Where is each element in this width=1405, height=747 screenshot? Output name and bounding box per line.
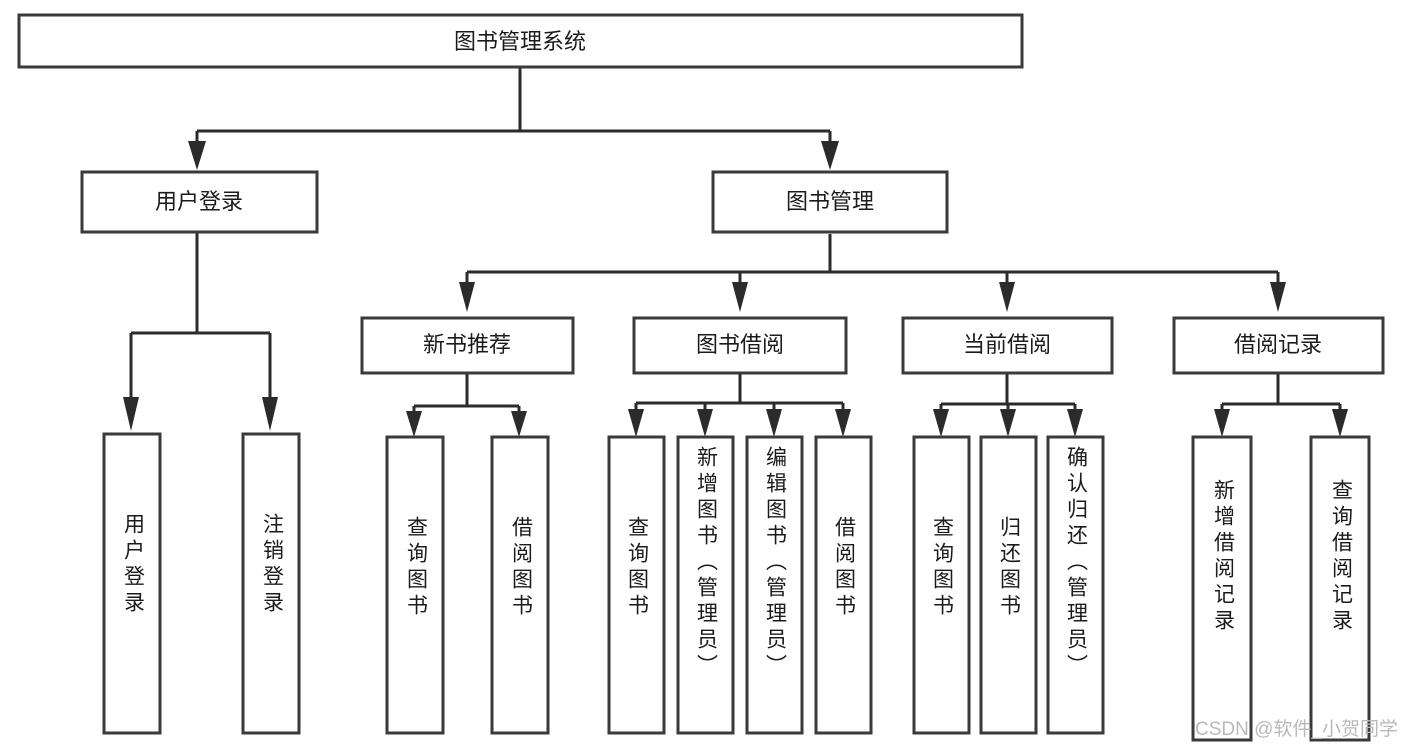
- node-current-borrow[interactable]: 当前借阅: [901, 316, 1114, 375]
- node-book-borrow-label: 图书借阅: [696, 332, 784, 357]
- arrow-head-book-borrow: [732, 282, 748, 312]
- leaf-user-logout-label: 注销登录: [260, 513, 284, 617]
- leaf-borrow-book-2-box[interactable]: [814, 435, 873, 735]
- arrow-head-leaf-add-record: [1214, 409, 1230, 437]
- arrow-head-leaf-borrow-book-2: [835, 409, 851, 437]
- node-book-management-label: 图书管理: [786, 189, 874, 214]
- arrow-head-leaf-query-book-1: [406, 411, 422, 437]
- leaf-user-login-box[interactable]: [102, 432, 162, 735]
- leaf-query-book-1-box[interactable]: [385, 435, 445, 735]
- leaf-user-logout-box[interactable]: [241, 432, 301, 735]
- leaf-query-book-2[interactable]: 查询图书: [607, 435, 666, 735]
- node-book-management-box[interactable]: [711, 170, 949, 234]
- connector-group-book-borrow: [628, 373, 851, 437]
- leaf-query-record[interactable]: 查询借阅记录: [1309, 435, 1371, 742]
- leaf-user-login-label: 用户登录: [121, 513, 145, 617]
- arrow-head-current-borrow: [999, 282, 1015, 312]
- leaf-add-record-label: 新增借阅记录: [1211, 479, 1235, 635]
- node-borrow-record-box[interactable]: [1172, 316, 1385, 375]
- connector-group-user-login: [123, 231, 278, 431]
- leaf-query-book-2-box[interactable]: [607, 435, 666, 735]
- leaf-return-book-label: 归还图书: [997, 516, 1021, 620]
- arrow-head-leaf-query-record: [1332, 409, 1348, 437]
- leaf-return-book[interactable]: 归还图书: [979, 435, 1038, 735]
- node-book-borrow[interactable]: 图书借阅: [632, 316, 848, 375]
- node-user-login[interactable]: 用户登录: [80, 170, 319, 234]
- node-borrow-record-label: 借阅记录: [1234, 332, 1322, 357]
- arrow-head-leaf-query-book-2: [628, 409, 644, 437]
- node-new-book-recommend-label: 新书推荐: [423, 332, 511, 357]
- leaf-add-book[interactable]: 新增图书（管理员）: [676, 435, 735, 735]
- leaf-add-record[interactable]: 新增借阅记录: [1191, 435, 1253, 742]
- arrow-head-book-management: [821, 141, 839, 170]
- leaf-query-book-3-label: 查询图书: [930, 516, 954, 620]
- leaf-query-record-box[interactable]: [1309, 435, 1371, 742]
- arrow-head-leaf-add-book: [697, 409, 713, 437]
- node-user-login-label: 用户登录: [155, 189, 243, 214]
- node-borrow-record[interactable]: 借阅记录: [1172, 316, 1385, 375]
- leaf-query-book-3-box[interactable]: [912, 435, 971, 735]
- arrow-head-leaf-user-logout: [262, 397, 278, 431]
- node-root-label: 图书管理系统: [454, 29, 586, 54]
- node-root[interactable]: 图书管理系统: [17, 13, 1024, 69]
- leaf-add-book-label: 新增图书（管理员）: [694, 446, 718, 680]
- arrow-head-leaf-borrow-book-1: [511, 411, 527, 437]
- leaf-user-logout[interactable]: 注销登录: [241, 432, 301, 735]
- leaf-query-book-3[interactable]: 查询图书: [912, 435, 971, 735]
- leaf-borrow-book-1-box[interactable]: [490, 435, 550, 735]
- watermark-label: CSDN @软件_小贺同学: [1195, 718, 1398, 740]
- node-user-login-box[interactable]: [80, 170, 319, 234]
- node-root-box[interactable]: [17, 13, 1024, 69]
- leaf-borrow-book-1[interactable]: 借阅图书: [490, 435, 550, 735]
- leaf-edit-book-label: 编辑图书（管理员）: [763, 446, 787, 680]
- arrow-head-leaf-edit-book: [766, 409, 782, 437]
- node-new-book-recommend-box[interactable]: [360, 316, 575, 375]
- connector-group-current-borrow: [933, 373, 1083, 437]
- leaf-confirm-return-box[interactable]: [1046, 435, 1105, 735]
- leaf-query-record-label: 查询借阅记录: [1329, 479, 1353, 635]
- connector-group-book-management: [459, 234, 1286, 312]
- leaf-user-login[interactable]: 用户登录: [102, 432, 162, 735]
- leaf-borrow-book-1-label: 借阅图书: [509, 516, 533, 620]
- connector-group-borrow-record: [1214, 373, 1348, 437]
- connector-group-root: [188, 67, 839, 170]
- node-current-borrow-label: 当前借阅: [963, 332, 1051, 357]
- arrow-head-leaf-user-login: [123, 397, 139, 431]
- node-new-book-recommend[interactable]: 新书推荐: [360, 316, 575, 375]
- node-book-management[interactable]: 图书管理: [711, 170, 949, 234]
- leaf-query-book-1-label: 查询图书: [404, 516, 428, 620]
- arrow-head-borrow-record: [1270, 282, 1286, 312]
- leaf-edit-book[interactable]: 编辑图书（管理员）: [745, 435, 804, 735]
- leaf-edit-book-box[interactable]: [745, 435, 804, 735]
- leaf-add-book-box[interactable]: [676, 435, 735, 735]
- node-current-borrow-box[interactable]: [901, 316, 1114, 375]
- leaf-borrow-book-2[interactable]: 借阅图书: [814, 435, 873, 735]
- leaf-add-record-box[interactable]: [1191, 435, 1253, 742]
- leaf-confirm-return-label: 确认归还（管理员）: [1064, 446, 1088, 680]
- leaf-query-book-2-label: 查询图书: [625, 516, 649, 620]
- leaf-return-book-box[interactable]: [979, 435, 1038, 735]
- arrow-head-new-book-recommend: [459, 282, 475, 312]
- arrow-head-leaf-query-book-3: [933, 409, 949, 437]
- leaf-borrow-book-2-label: 借阅图书: [832, 516, 856, 620]
- leaf-confirm-return[interactable]: 确认归还（管理员）: [1046, 435, 1105, 735]
- leaf-query-book-1[interactable]: 查询图书: [385, 435, 445, 735]
- node-book-borrow-box[interactable]: [632, 316, 848, 375]
- arrow-head-leaf-return-book: [1000, 409, 1016, 437]
- arrow-head-leaf-confirm-return: [1067, 409, 1083, 437]
- connector-group-new-book-recommend: [406, 373, 527, 437]
- arrow-head-user-login: [188, 141, 206, 170]
